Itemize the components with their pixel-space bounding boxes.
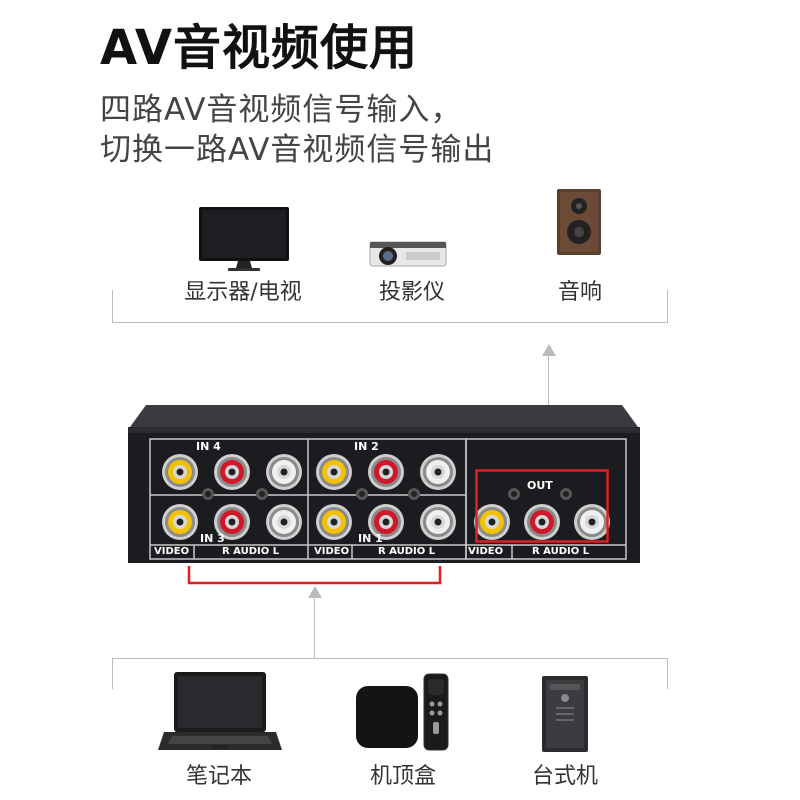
screw-6: [559, 487, 573, 501]
jack-in3-right: [213, 503, 251, 541]
jack-in2-video: [315, 453, 353, 491]
jack-in4-left: [265, 453, 303, 491]
label-video-4-3: VIDEO: [154, 546, 190, 557]
laptop-icon: [158, 670, 282, 754]
jack-in1-video: [315, 503, 353, 541]
jack-in3-left: [265, 503, 303, 541]
label-audio-4-3: R AUDIO L: [222, 546, 280, 557]
speaker-icon: [556, 188, 602, 256]
screw-3: [355, 487, 369, 501]
output-highlight-box: [475, 469, 609, 543]
output-label-monitor: 显示器/电视: [184, 280, 302, 305]
jack-out-right: [523, 503, 561, 541]
jack-in2-left: [419, 453, 457, 491]
screw-5: [507, 487, 521, 501]
jack-in4-right: [213, 453, 251, 491]
output-label-speaker: 音响: [557, 280, 603, 305]
monitor-icon: [198, 206, 290, 272]
input-label-set-top-box: 机顶盒: [369, 764, 437, 789]
jack-in1-left: [419, 503, 457, 541]
input-label-laptop: 笔记本: [185, 764, 253, 789]
screw-1: [201, 487, 215, 501]
label-in-3: IN 3: [200, 532, 225, 545]
input-connector-line: [314, 596, 315, 658]
projector-icon: [368, 236, 448, 270]
screw-2: [255, 487, 269, 501]
jack-in1-right: [367, 503, 405, 541]
screw-4: [407, 487, 421, 501]
label-video-out: VIDEO: [468, 546, 504, 557]
set-top-box-icon: [354, 670, 454, 754]
subtitle-line-1: 四路AV音视频信号输入，: [100, 92, 463, 128]
input-highlight-bracket: [187, 566, 443, 586]
jack-in4-video: [161, 453, 199, 491]
label-in-2: IN 2: [354, 440, 379, 453]
input-label-desktop: 台式机: [531, 764, 599, 789]
label-audio-out: R AUDIO L: [532, 546, 590, 557]
output-arrow-icon: [542, 344, 556, 356]
desktop-pc-icon: [540, 674, 590, 754]
output-bracket: [112, 290, 668, 323]
jack-out-left: [573, 503, 611, 541]
label-in-4: IN 4: [196, 440, 221, 453]
label-in-1: IN 1: [358, 532, 383, 545]
page-title: AV音视频使用: [100, 20, 419, 76]
subtitle-line-2: 切换一路AV音视频信号输出: [100, 132, 495, 168]
output-label-projector: 投影仪: [378, 280, 446, 305]
label-out: OUT: [527, 479, 553, 492]
input-bracket: [112, 658, 668, 689]
input-arrow-icon: [308, 586, 322, 598]
jack-in3-video: [161, 503, 199, 541]
jack-in2-right: [367, 453, 405, 491]
jack-out-video: [473, 503, 511, 541]
label-video-2-1: VIDEO: [314, 546, 350, 557]
label-audio-2-1: R AUDIO L: [378, 546, 436, 557]
